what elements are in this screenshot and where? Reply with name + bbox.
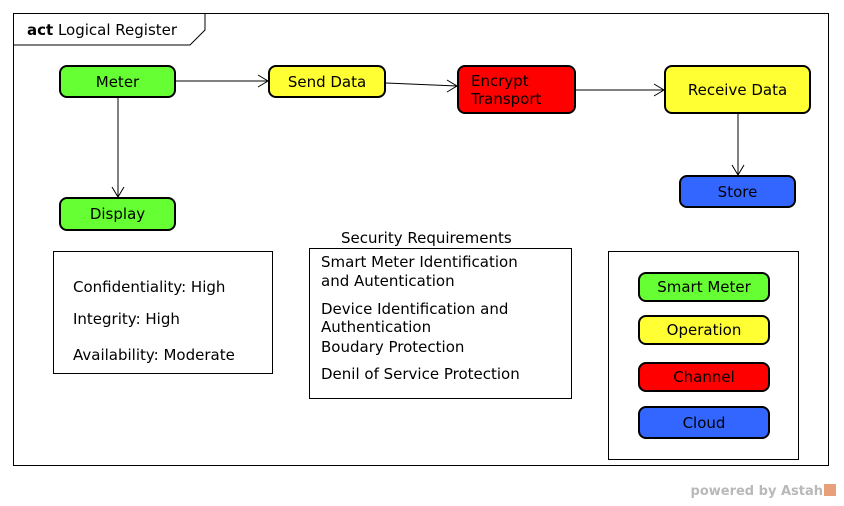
meter-label: Meter bbox=[95, 72, 140, 91]
receive-data-label: Receive Data bbox=[687, 80, 788, 99]
store-node[interactable]: Store bbox=[679, 175, 796, 208]
legend-operation-label: Operation bbox=[666, 321, 742, 339]
security-req-2-line2: Authentication bbox=[321, 318, 432, 336]
diagram-frame bbox=[13, 13, 829, 466]
send-data-label: Send Data bbox=[287, 72, 367, 91]
display-label: Display bbox=[89, 205, 146, 223]
frame-name: Logical Register bbox=[57, 21, 178, 39]
security-requirements-caption: Security Requirements bbox=[341, 229, 512, 247]
confidentiality-text: Confidentiality: High bbox=[73, 278, 226, 296]
encrypt-transport-label-line1: Encrypt bbox=[471, 71, 529, 90]
legend-cloud-label: Cloud bbox=[682, 413, 726, 432]
cia-box bbox=[53, 251, 273, 374]
display-node[interactable]: Display bbox=[59, 197, 176, 231]
legend-cloud: Cloud bbox=[638, 406, 770, 439]
arrow-send-to-encrypt bbox=[385, 82, 458, 87]
encrypt-transport-label-line2: Transport bbox=[471, 89, 542, 108]
encrypt-transport-node[interactable]: Encrypt Transport bbox=[457, 65, 576, 114]
send-data-node[interactable]: Send Data bbox=[268, 65, 386, 98]
frame-keyword: act bbox=[27, 21, 54, 39]
astah-logo-icon bbox=[824, 484, 836, 496]
legend-operation: Operation bbox=[638, 315, 770, 345]
legend-smart-meter: Smart Meter bbox=[638, 272, 770, 302]
frame-tab bbox=[13, 13, 208, 46]
security-req-1-line2: and Autentication bbox=[321, 272, 455, 290]
powered-by-watermark: powered by Astah bbox=[691, 484, 836, 499]
frame-title: act Logical Register bbox=[27, 21, 177, 39]
meter-node[interactable]: Meter bbox=[59, 65, 176, 98]
legend-smart-meter-label: Smart Meter bbox=[657, 278, 751, 296]
store-label: Store bbox=[717, 182, 758, 201]
legend-channel-label: Channel bbox=[673, 368, 735, 386]
security-requirements-box bbox=[309, 248, 572, 399]
security-req-4: Denil of Service Protection bbox=[321, 365, 520, 383]
security-req-2-line1: Device Identification and bbox=[321, 300, 509, 318]
security-req-3: Boudary Protection bbox=[321, 338, 465, 356]
legend-channel: Channel bbox=[638, 362, 770, 392]
security-req-1-line1: Smart Meter Identification bbox=[321, 253, 518, 271]
availability-text: Availability: Moderate bbox=[73, 346, 235, 364]
receive-data-node[interactable]: Receive Data bbox=[664, 65, 811, 114]
powered-by-text: powered by Astah bbox=[690, 484, 823, 499]
integrity-text: Integrity: High bbox=[73, 310, 180, 328]
